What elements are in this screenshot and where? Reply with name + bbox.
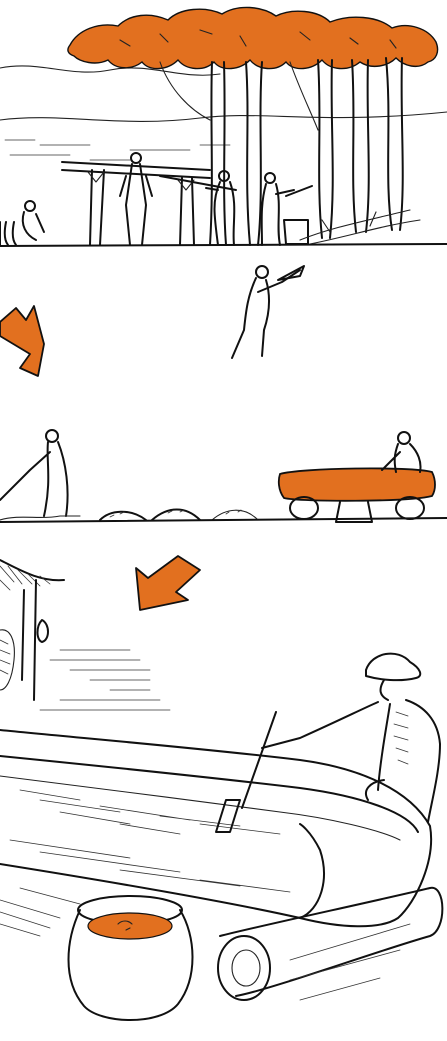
bark-trough xyxy=(279,468,435,500)
arrow-down-left-icon xyxy=(136,556,200,610)
tree-canopy xyxy=(68,7,438,68)
trough-mixing-scene xyxy=(0,560,442,1020)
pot-contents xyxy=(88,913,172,939)
arrow-down-right-icon xyxy=(0,306,44,376)
bark-processing-scene xyxy=(0,266,447,522)
forest-felling-scene xyxy=(0,7,447,246)
